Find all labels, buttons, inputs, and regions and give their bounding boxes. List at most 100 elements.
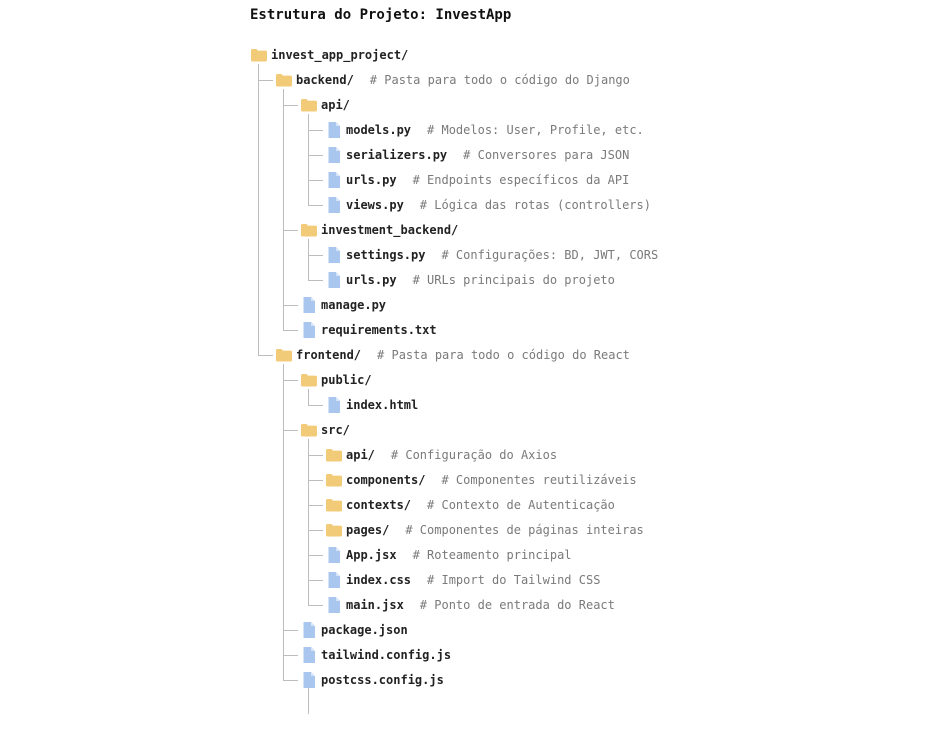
tree-guide-line: [308, 439, 309, 605]
folder-row-investment-backend[interactable]: investment_backend/: [300, 220, 458, 240]
folder-row-api[interactable]: api/: [300, 95, 350, 115]
file-icon: [325, 571, 343, 589]
tree-guide-line: [308, 405, 323, 406]
tree-guide-line: [308, 205, 323, 206]
tree-guide-line: [308, 580, 323, 581]
tree-guide-line: [283, 330, 298, 331]
file-row-tailwind-config-js[interactable]: tailwind.config.js: [300, 645, 451, 665]
node-comment: # Configurações: BD, JWT, CORS: [441, 248, 659, 262]
file-row-requirements-txt[interactable]: requirements.txt: [300, 320, 437, 340]
tree-guide-line: [308, 555, 323, 556]
tree-guide-line: [258, 80, 273, 81]
file-icon: [300, 646, 318, 664]
file-row-views-py[interactable]: views.py# Lógica das rotas (controllers): [325, 195, 651, 215]
file-icon: [300, 296, 318, 314]
folder-row-public[interactable]: public/: [300, 370, 372, 390]
node-comment: # Pasta para todo o código do React: [377, 348, 630, 362]
tree-guide-line: [308, 239, 309, 280]
node-name: models.py: [346, 123, 412, 137]
file-icon: [300, 671, 318, 689]
folder-row-src[interactable]: src/: [300, 420, 350, 440]
folder-row-components[interactable]: components/ # Componentes reutilizáveis: [325, 470, 637, 490]
node-name: manage.py: [321, 298, 387, 312]
tree-guide-line: [308, 530, 323, 531]
folder-icon: [300, 221, 318, 239]
folder-row-backend[interactable]: backend/# Pasta para todo o código do Dj…: [275, 70, 630, 90]
file-icon: [300, 321, 318, 339]
file-row-urls-py[interactable]: urls.py# URLs principais do projeto: [325, 270, 615, 290]
node-name: package.json: [321, 623, 408, 637]
tree-guide-line: [283, 680, 298, 681]
file-row-index-html[interactable]: index.html: [325, 395, 418, 415]
node-name: urls.py: [346, 273, 397, 287]
folder-row-api[interactable]: api/ # Configuração do Axios: [325, 445, 557, 465]
folder-icon: [250, 46, 268, 64]
file-icon: [325, 546, 343, 564]
file-icon: [325, 171, 343, 189]
file-row-main-jsx[interactable]: main.jsx# Ponto de entrada do React: [325, 595, 615, 615]
tree-guide-line: [283, 89, 284, 330]
node-comment: # Endpoints específicos da API: [412, 173, 630, 187]
node-name: contexts/: [346, 498, 412, 512]
tree-guide-line: [283, 655, 298, 656]
tree-guide-line: [308, 455, 323, 456]
tree-guide-line: [283, 380, 298, 381]
file-row-models-py[interactable]: models.py # Modelos: User, Profile, etc.: [325, 120, 644, 140]
node-comment: # Roteamento principal: [412, 548, 572, 562]
node-name: frontend/: [296, 348, 362, 362]
tree-guide-line: [283, 364, 284, 680]
node-name: pages/: [346, 523, 390, 537]
node-name: urls.py: [346, 173, 397, 187]
folder-icon: [300, 421, 318, 439]
folder-row-frontend[interactable]: frontend/ # Pasta para todo o código do R…: [275, 345, 630, 365]
node-name: api/: [346, 448, 375, 462]
file-row-urls-py[interactable]: urls.py # Endpoints específicos da API: [325, 170, 629, 190]
node-name: App.jsx: [346, 548, 397, 562]
file-row-app-jsx[interactable]: App.jsx # Roteamento principal: [325, 545, 572, 565]
file-icon: [325, 396, 343, 414]
file-icon: [325, 271, 343, 289]
node-name: index.css: [346, 573, 412, 587]
node-name: settings.py: [346, 248, 426, 262]
node-name: serializers.py: [346, 148, 448, 162]
folder-row-invest-app-project[interactable]: invest_app_project/: [250, 45, 408, 65]
file-row-settings-py[interactable]: settings.py # Configurações: BD, JWT, COR…: [325, 245, 658, 265]
node-comment: # Configuração do Axios: [390, 448, 558, 462]
tree-guide-line: [308, 255, 323, 256]
node-comment: # Contexto de Autenticação: [427, 498, 615, 512]
file-icon: [325, 121, 343, 139]
node-comment: # Modelos: User, Profile, etc.: [427, 123, 644, 137]
node-name: components/: [346, 473, 426, 487]
node-name: public/: [321, 373, 372, 387]
node-comment: # Componentes de páginas inteiras: [405, 523, 644, 537]
folder-row-contexts[interactable]: contexts/ # Contexto de Autenticação: [325, 495, 615, 515]
tree-guide-line: [308, 180, 323, 181]
tree-guide-line: [308, 280, 323, 281]
file-row-serializers-py[interactable]: serializers.py# Conversores para JSON: [325, 145, 629, 165]
tree-guide-line: [308, 155, 323, 156]
tree-guide-line: [308, 605, 323, 606]
node-name: tailwind.config.js: [321, 648, 452, 662]
tree-guide-line: [283, 105, 298, 106]
file-icon: [300, 621, 318, 639]
node-comment: # Componentes reutilizáveis: [441, 473, 637, 487]
folder-icon: [300, 371, 318, 389]
tree-guide-line: [258, 355, 273, 356]
file-row-postcss-config-js[interactable]: postcss.config.js: [300, 670, 444, 690]
node-name: postcss.config.js: [321, 673, 444, 687]
node-name: investment_backend/: [321, 223, 459, 237]
diagram-title: Estrutura do Projeto: InvestApp: [250, 7, 512, 23]
file-row-package-json[interactable]: package.json: [300, 620, 408, 640]
file-icon: [325, 596, 343, 614]
node-name: index.html: [346, 398, 419, 412]
folder-icon: [325, 446, 343, 464]
file-row-manage-py[interactable]: manage.py: [300, 295, 386, 315]
tree-guide-line: [308, 505, 323, 506]
file-icon: [325, 246, 343, 264]
folder-row-pages[interactable]: pages/ # Componentes de páginas inteiras: [325, 520, 644, 540]
folder-icon: [275, 71, 293, 89]
tree-guide-line: [258, 64, 259, 355]
tree-guide-line: [283, 305, 298, 306]
file-row-index-css[interactable]: index.css# Import do Tailwind CSS: [325, 570, 600, 590]
